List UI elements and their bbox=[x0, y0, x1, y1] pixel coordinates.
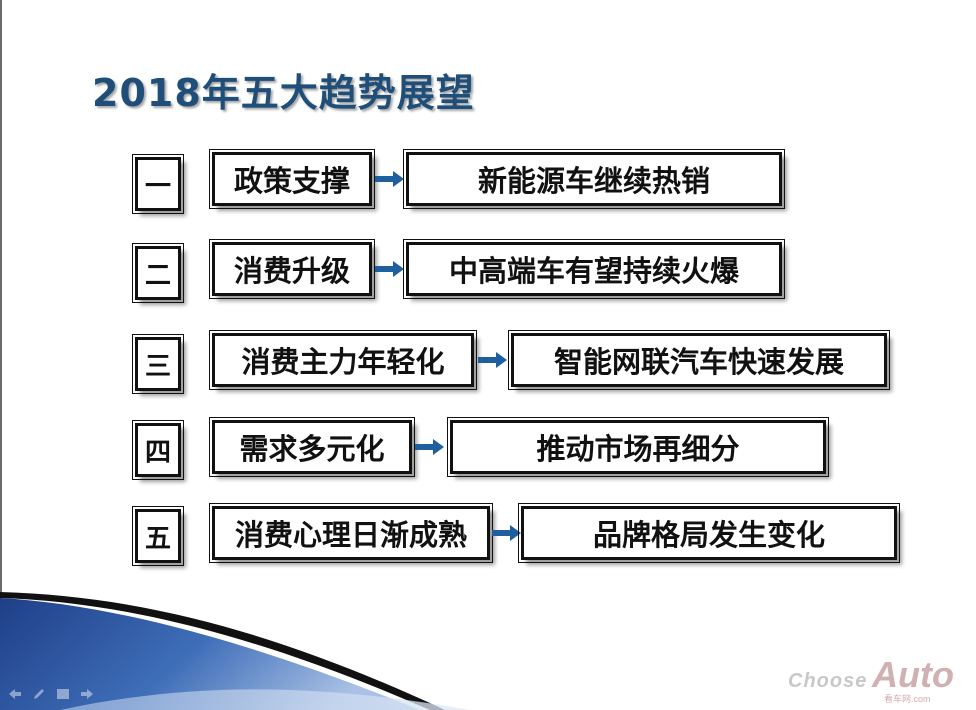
row-3-result: 智能网联汽车快速发展 bbox=[508, 330, 890, 390]
row-5-category: 消费心理日渐成熟 bbox=[209, 503, 493, 563]
row-3-category: 消费主力年轻化 bbox=[209, 330, 477, 390]
row-2-arrow-icon bbox=[375, 261, 404, 277]
row-1-category: 政策支撑 bbox=[209, 149, 375, 209]
row-1-number: 一 bbox=[132, 154, 184, 214]
row-4-arrow-icon bbox=[415, 439, 444, 455]
previous-slide-icon[interactable] bbox=[8, 688, 22, 700]
slide-title: 2018年五大趋势展望 bbox=[92, 71, 475, 115]
row-3-arrow-icon bbox=[478, 352, 507, 368]
row-2-category: 消费升级 bbox=[209, 239, 375, 299]
next-slide-icon[interactable] bbox=[80, 688, 94, 700]
row-5-result: 品牌格局发生变化 bbox=[518, 503, 900, 563]
row-5-number: 五 bbox=[132, 506, 184, 566]
chooseauto-watermark-logo: Choose Auto 看车网.com bbox=[788, 652, 958, 704]
row-4-number: 四 bbox=[132, 420, 184, 480]
decorative-swoosh bbox=[0, 592, 470, 710]
row-4-category: 需求多元化 bbox=[209, 417, 415, 477]
row-2-number: 二 bbox=[132, 243, 184, 303]
row-3-number: 三 bbox=[132, 334, 184, 394]
menu-icon[interactable] bbox=[56, 688, 70, 700]
logo-word-auto: Auto bbox=[872, 654, 954, 695]
row-5-arrow-icon bbox=[492, 525, 521, 541]
row-2-result: 中高端车有望持续火爆 bbox=[403, 239, 785, 299]
row-4-result: 推动市场再细分 bbox=[447, 417, 829, 477]
slideshow-nav bbox=[8, 688, 94, 700]
logo-word-choose: Choose bbox=[788, 670, 868, 692]
row-1-result: 新能源车继续热销 bbox=[403, 149, 785, 209]
row-1-arrow-icon bbox=[375, 171, 404, 187]
logo-subtext: 看车网.com bbox=[884, 694, 931, 704]
slide-left-edge bbox=[0, 0, 2, 710]
pen-icon[interactable] bbox=[32, 688, 46, 700]
